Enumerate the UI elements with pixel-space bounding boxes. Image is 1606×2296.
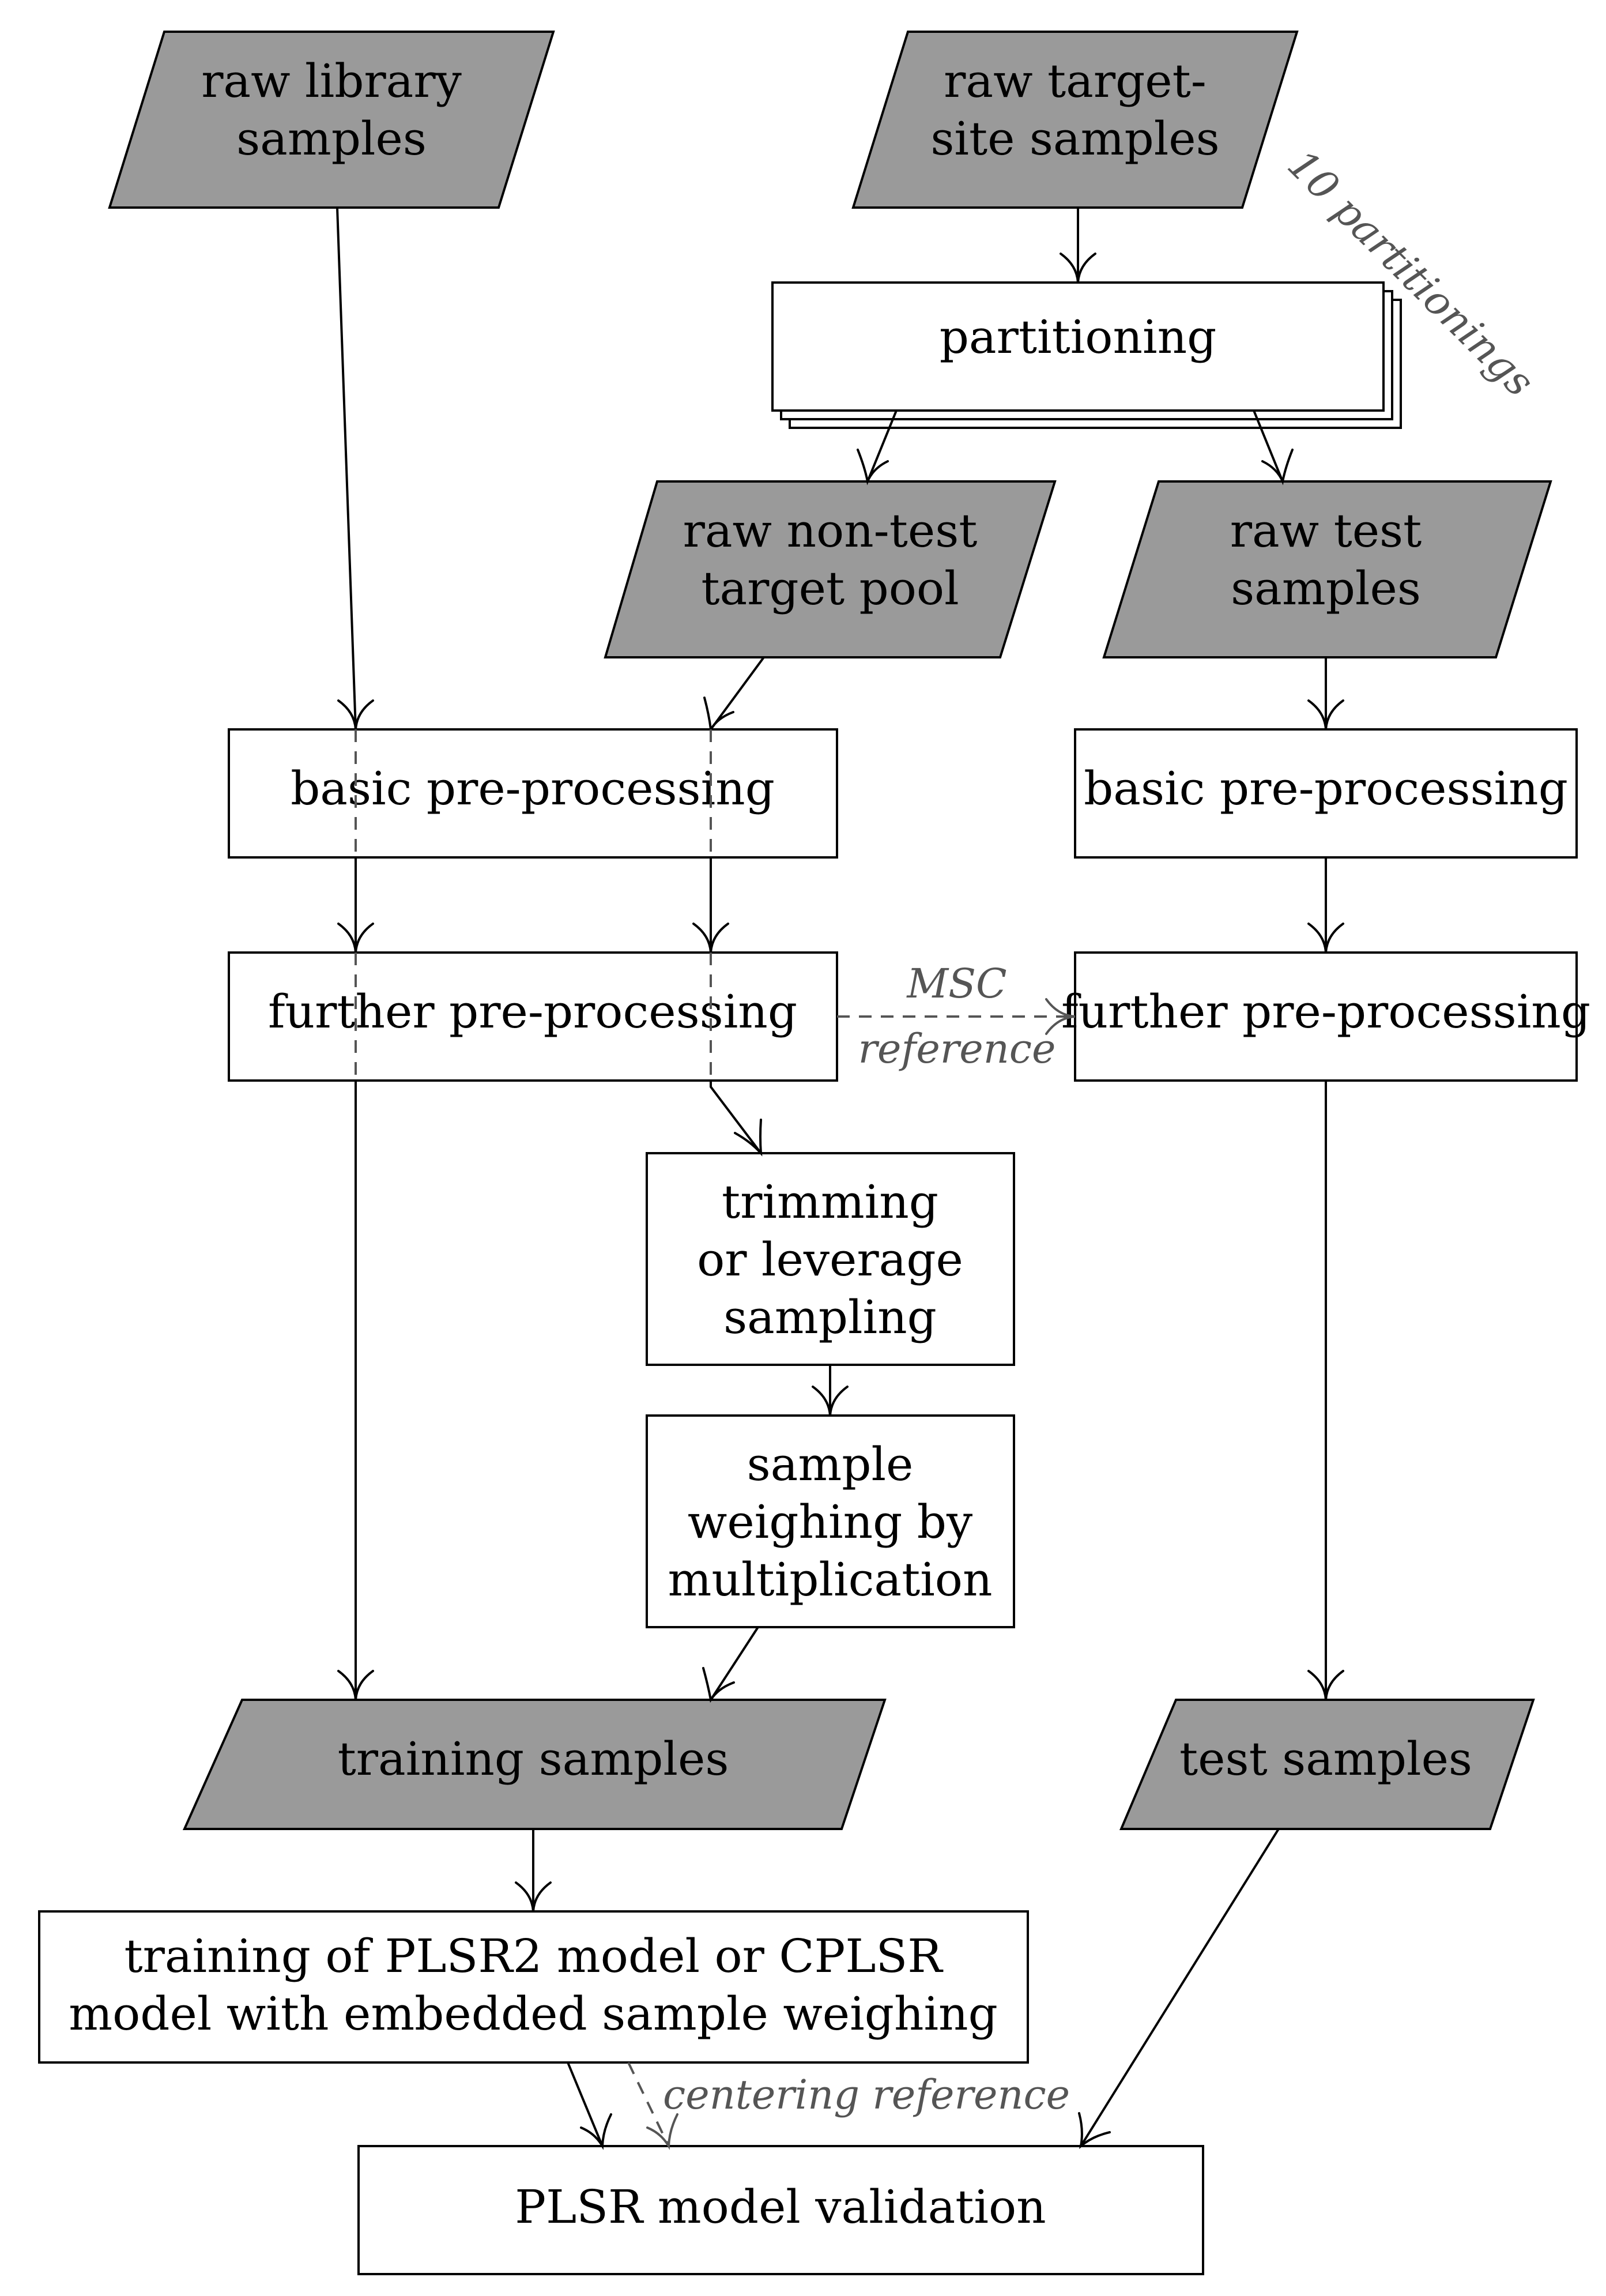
edge-further-left-to-trimming bbox=[710, 1081, 763, 1157]
further-pre-processing-right-label: further pre-processing bbox=[1061, 985, 1590, 1038]
raw-target-site-samples-node: raw target- site samples bbox=[851, 31, 1299, 209]
trimming-line-3: sampling bbox=[723, 1290, 937, 1344]
sample-weighing-line-2: weighing by bbox=[688, 1495, 972, 1549]
training-samples-node: training samples bbox=[182, 1699, 887, 1830]
raw-target-site-line-2: site samples bbox=[930, 112, 1219, 165]
training-model-line-1: training of PLSR2 model or CPLSR bbox=[124, 1929, 944, 1983]
edge-basic-right-to-further-right bbox=[1307, 857, 1344, 953]
raw-test-samples-line-2: samples bbox=[1231, 562, 1421, 615]
training-model-node: training of PLSR2 model or CPLSR model w… bbox=[38, 1910, 1029, 2064]
raw-test-samples-node: raw test samples bbox=[1102, 480, 1552, 658]
edge-raw-library-to-basic bbox=[336, 207, 374, 730]
raw-target-site-line-1: raw target- bbox=[944, 54, 1207, 108]
edge-weighing-to-training-samples bbox=[702, 1626, 759, 1703]
raw-library-samples-line-1: raw library bbox=[201, 54, 462, 108]
trimming-line-2: or leverage bbox=[697, 1233, 963, 1286]
sample-weighing-node: sample weighing by multiplication bbox=[646, 1414, 1015, 1628]
raw-library-samples-node: raw library samples bbox=[108, 31, 555, 209]
raw-non-test-line-2: target pool bbox=[701, 562, 959, 615]
validation-node: PLSR model validation bbox=[357, 2145, 1204, 2275]
further-pre-processing-right-node: further pre-processing bbox=[1061, 951, 1590, 1082]
basic-pre-processing-left-label: basic pre-processing bbox=[291, 762, 775, 815]
partitioning-node: partitioning bbox=[771, 281, 1402, 429]
edge-trimming-to-weighing bbox=[812, 1365, 849, 1416]
edge-centering-reference bbox=[627, 2062, 678, 2150]
further-pre-processing-left-node: further pre-processing bbox=[228, 951, 838, 1082]
basic-pre-processing-right-node: basic pre-processing bbox=[1074, 728, 1578, 859]
basic-pre-processing-left-node: basic pre-processing bbox=[228, 728, 838, 859]
msc-label: MSC bbox=[906, 960, 1006, 1007]
edge-basic-left-to-further-left-b bbox=[692, 857, 729, 953]
trimming-node: trimming or leverage sampling bbox=[646, 1152, 1015, 1366]
edge-further-left-to-training-samples bbox=[337, 1081, 374, 1700]
edge-partitioning-to-raw-test bbox=[1253, 410, 1294, 485]
edge-raw-target-to-partitioning bbox=[1060, 208, 1096, 283]
centering-reference-label: centering reference bbox=[663, 2071, 1070, 2118]
edge-raw-test-to-basic-right bbox=[1307, 657, 1344, 730]
test-samples-label: test samples bbox=[1179, 1732, 1472, 1786]
edge-non-test-to-basic-left bbox=[703, 656, 765, 733]
validation-label: PLSR model validation bbox=[515, 2180, 1046, 2234]
edge-test-samples-to-validation bbox=[1078, 1828, 1280, 2150]
raw-test-samples-line-1: raw test bbox=[1230, 504, 1422, 558]
training-model-line-2: model with embedded sample weighing bbox=[69, 1987, 998, 2041]
sample-weighing-line-1: sample bbox=[747, 1437, 914, 1491]
further-pre-processing-left-label: further pre-processing bbox=[268, 985, 797, 1038]
training-samples-label: training samples bbox=[338, 1732, 729, 1786]
raw-non-test-line-1: raw non-test bbox=[683, 504, 978, 558]
edge-training-samples-to-model bbox=[515, 1829, 552, 1912]
basic-pre-processing-right-label: basic pre-processing bbox=[1084, 762, 1568, 815]
edge-model-to-validation bbox=[567, 2062, 612, 2150]
edge-basic-left-to-further-left-a bbox=[337, 857, 374, 953]
edge-partitioning-to-non-test bbox=[857, 410, 898, 485]
sample-weighing-line-3: multiplication bbox=[668, 1553, 992, 1606]
reference-label: reference bbox=[858, 1025, 1056, 1072]
partitioning-label: partitioning bbox=[940, 310, 1217, 364]
trimming-line-1: trimming bbox=[722, 1175, 938, 1229]
raw-library-samples-line-2: samples bbox=[236, 112, 427, 165]
raw-non-test-target-pool-node: raw non-test target pool bbox=[604, 480, 1057, 658]
edge-further-right-to-test-samples bbox=[1307, 1081, 1344, 1700]
edge-msc-reference bbox=[837, 998, 1076, 1035]
test-samples-node: test samples bbox=[1119, 1699, 1535, 1830]
